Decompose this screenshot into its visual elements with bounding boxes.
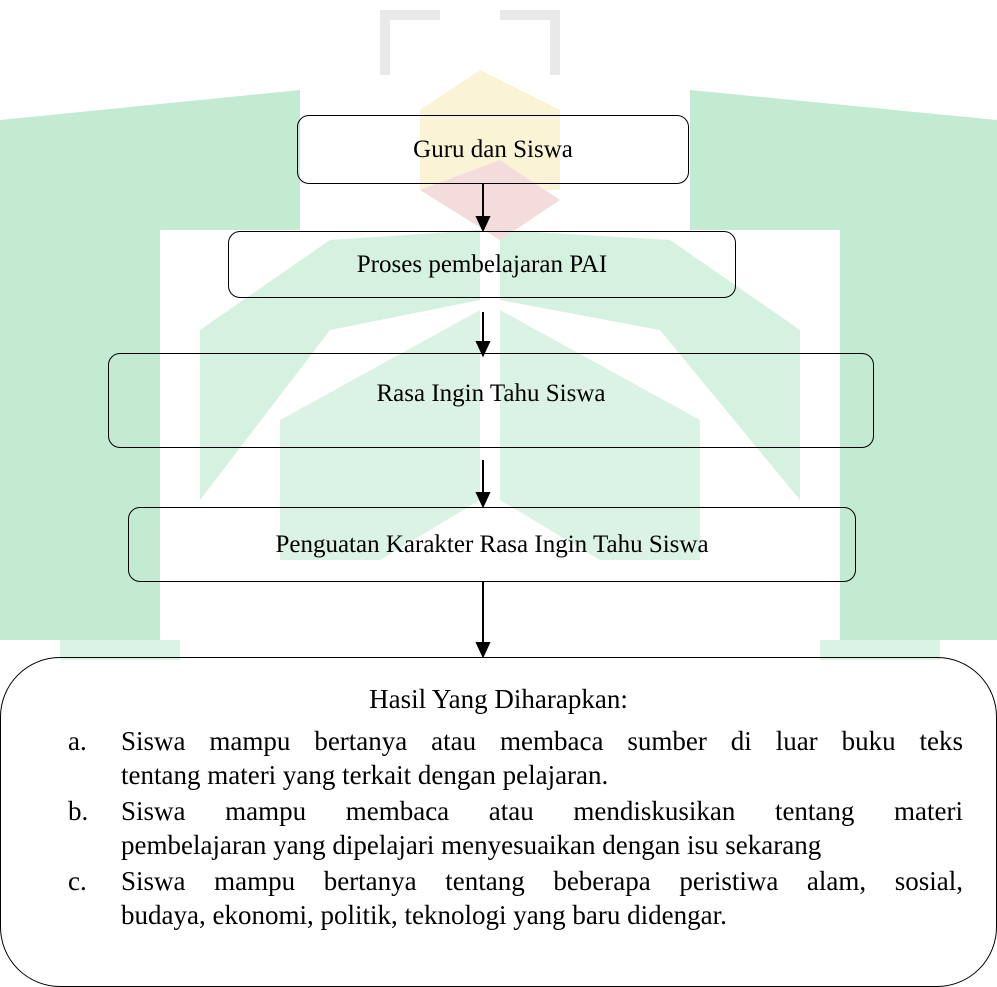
- result-item-line: Siswa mampu membaca atau mendiskusikan t…: [121, 796, 963, 826]
- result-item-line: pembelajaran yang dipelajari menyesuaika…: [121, 830, 822, 860]
- flow-box-guru-dan-siswa: Guru dan Siswa: [297, 115, 689, 184]
- flow-box-label: Proses pembelajaran PAI: [356, 250, 608, 278]
- flow-box-proses-pembelajaran: Proses pembelajaran PAI: [228, 231, 736, 298]
- flow-box-label: Rasa Ingin Tahu Siswa: [376, 380, 606, 407]
- result-item-text: Siswa mampu bertanya atau membaca sumber…: [121, 724, 963, 792]
- result-item-line: Siswa mampu bertanya tentang beberapa pe…: [121, 866, 963, 896]
- result-item-text: Siswa mampu membaca atau mendiskusikan t…: [121, 794, 963, 862]
- expected-results-title: Hasil Yang Diharapkan:: [369, 684, 628, 714]
- result-item-text: Siswa mampu bertanya tentang beberapa pe…: [121, 864, 963, 932]
- flow-box-label: Penguatan Karakter Rasa Ingin Tahu Siswa: [275, 530, 709, 558]
- watermark-top-bracket: [380, 10, 560, 75]
- flow-box-penguatan-karakter: Penguatan Karakter Rasa Ingin Tahu Siswa: [128, 507, 856, 582]
- result-item-line: tentang materi yang terkait dengan pelaj…: [121, 760, 609, 790]
- watermark-red-book: [420, 160, 560, 240]
- result-item-label: a.: [68, 726, 87, 756]
- result-item-label: b.: [68, 796, 89, 826]
- flow-box-rasa-ingin-tahu: Rasa Ingin Tahu Siswa: [108, 353, 874, 448]
- result-item-line: budaya, ekonomi, politik, teknologi yang…: [121, 900, 727, 930]
- result-item-label: c.: [68, 866, 87, 896]
- flow-box-label: Guru dan Siswa: [413, 135, 573, 163]
- result-item-line: Siswa mampu bertanya atau membaca sumber…: [121, 726, 963, 756]
- watermark-yellow-book: [420, 70, 560, 190]
